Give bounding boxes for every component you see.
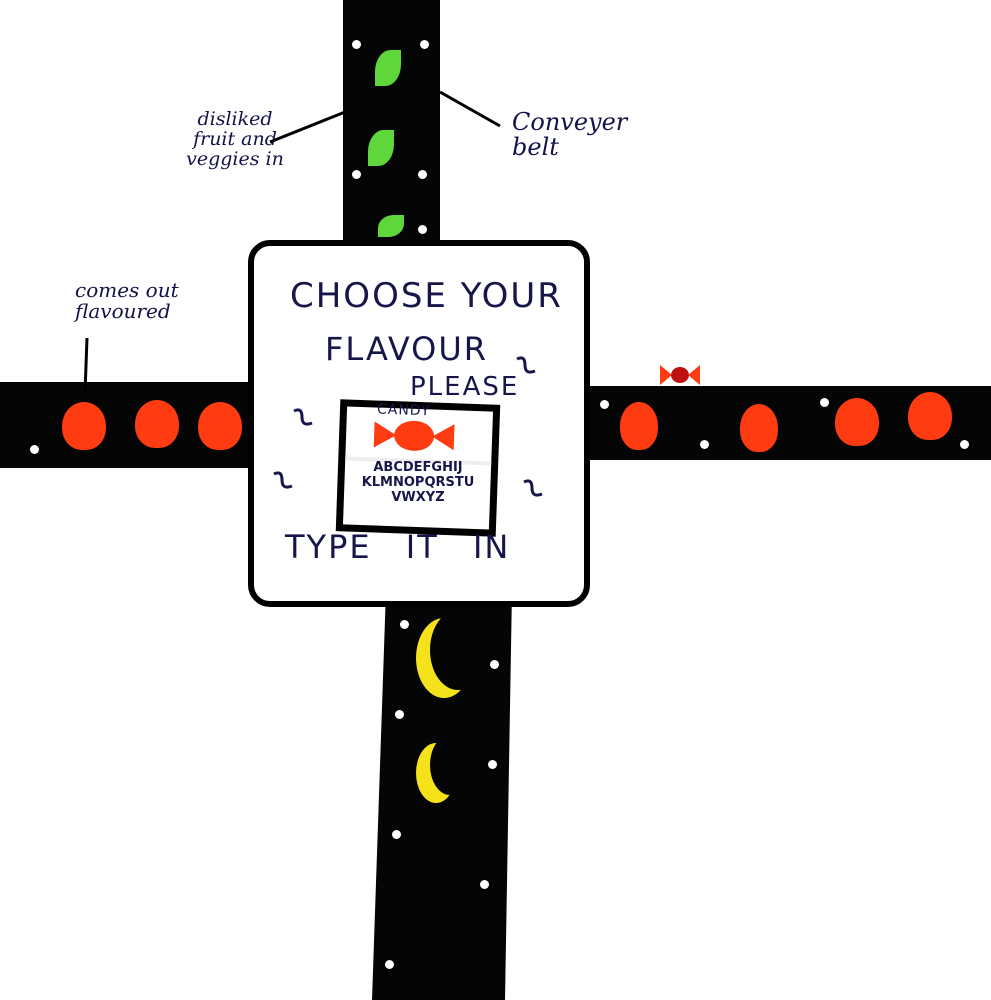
swirl-decoration [273,471,293,489]
belt-hole [418,170,427,179]
flavoured-fruit [62,402,106,450]
lower-conveyor-belt [372,590,512,1000]
moon-icon [430,610,486,690]
input-pointer-line [269,110,346,144]
machine-title-line1: CHOOSE YOUR [290,276,563,316]
flavoured-fruit [835,398,879,446]
candy-icon [660,365,700,385]
belt-hole [400,620,409,629]
screen-typed-text: CANDY [376,401,431,420]
belt-hole [960,440,969,449]
swirl-decoration [523,479,543,497]
conveyor-pointer-line [439,90,501,128]
input-annotation: disliked fruit and veggies in [186,108,284,170]
swirl-decoration [516,356,536,374]
keyboard-row-2[interactable]: KLMNOPQRSTU [361,475,475,490]
flavoured-fruit [620,402,658,450]
swirl-decoration [293,408,313,426]
conveyor-annotation: Conveyer belt [512,108,628,162]
belt-hole [480,880,489,889]
flavoured-fruit [908,392,952,440]
belt-hole [352,170,361,179]
flavoured-fruit [135,400,179,448]
type-instruction: TYPE IT IN [285,528,511,566]
flavoured-fruit [198,402,242,450]
machine-title-line3: PLEASE [410,372,520,402]
keyboard-row-1[interactable]: ABCDEFGHIJ [373,460,463,475]
belt-hole [600,400,609,409]
flavour-input-screen[interactable]: CANDY [335,399,501,537]
belt-hole [700,440,709,449]
output-pointer-line [83,337,89,394]
belt-hole [420,40,429,49]
moon-icon [430,735,470,795]
keyboard[interactable]: ABCDEFGHIJ KLMNOPQRSTU VWXYZ [338,460,498,505]
machine-title-line2: FLAVOUR [325,330,488,368]
belt-hole [490,660,499,669]
flavoured-fruit [740,404,778,452]
belt-hole [418,225,427,234]
veggie-leaf [378,215,404,237]
belt-hole [385,960,394,969]
belt-hole [488,760,497,769]
belt-hole [395,710,404,719]
belt-hole [392,830,401,839]
candy-icon [373,420,455,451]
belt-hole [352,40,361,49]
belt-hole [820,398,829,407]
belt-hole [30,445,39,454]
output-annotation: comes out flavoured [75,278,179,323]
keyboard-row-3[interactable]: VWXYZ [391,490,445,505]
